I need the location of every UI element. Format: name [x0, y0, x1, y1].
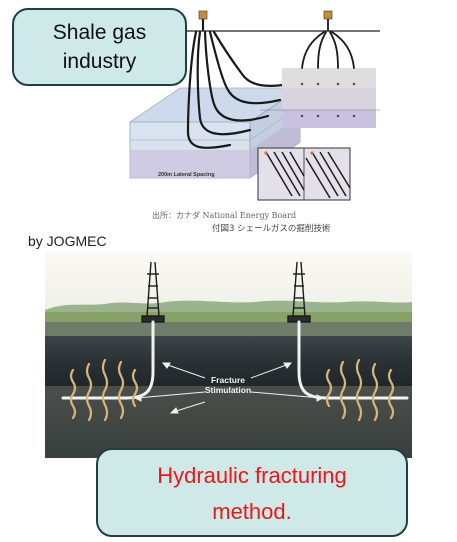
figure-caption: 付図3 シェールガスの掘削技術 [212, 224, 331, 234]
fracture-label-line2: Stimulation [205, 385, 251, 395]
grass-surface [45, 312, 412, 322]
right-wellhead [323, 10, 333, 20]
source-note: 出所：カナダ National Energy Board [152, 211, 297, 220]
plan-view-inset [257, 147, 351, 201]
fracture-label-line1: Fracture [211, 375, 245, 385]
callout-line-2: method. [212, 499, 292, 524]
fracture-arrows [133, 362, 325, 414]
left-well-cluster [186, 12, 292, 149]
callout-line-1: Shale gas [52, 21, 147, 44]
hydraulic-fracturing-illustration: Fracture Stimulation [45, 252, 412, 458]
right-rock-block [260, 68, 380, 128]
fractures-right [325, 358, 395, 422]
lateral-spacing-label: 200m Lateral Spacing [158, 172, 215, 178]
callout-line-2: industry [62, 50, 137, 73]
topsoil [45, 322, 412, 336]
shale-gas-industry-callout: Shale gas industry [12, 8, 187, 86]
right-block-markers [300, 82, 356, 118]
drilling-rig-right [287, 261, 311, 323]
shale-gas-drilling-diagram: 200m Lateral Spacing [128, 10, 380, 201]
credit-text: by JOGMEC [28, 233, 107, 249]
callout-line-1: Hydraulic fracturing [157, 463, 347, 488]
hydraulic-fracturing-callout: Hydraulic fracturing method. [96, 448, 408, 537]
fractures-left [69, 358, 139, 422]
right-well-cluster [301, 13, 355, 69]
left-wellhead [198, 10, 208, 20]
